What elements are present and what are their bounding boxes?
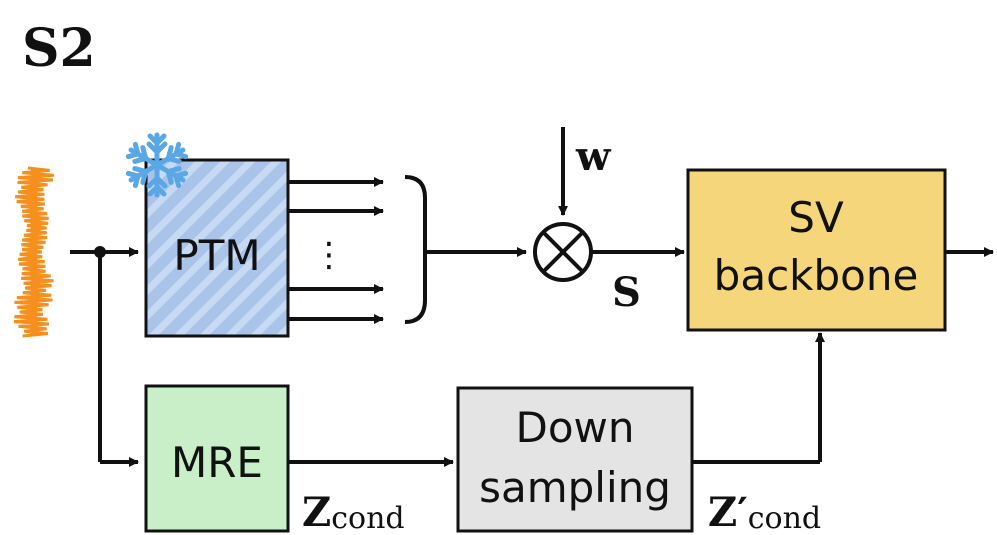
z-prime-main: Z′ (708, 489, 748, 535)
mre-label: MRE (171, 438, 263, 487)
s-symbol: S (612, 269, 641, 316)
sv-backbone-line1: SV (788, 193, 844, 242)
z-cond-main: Z (302, 489, 331, 535)
snowflake-arm (154, 162, 189, 189)
waveform-icon (13, 166, 55, 338)
snowflake-arm (154, 141, 189, 168)
ptm-block[interactable] (144, 158, 290, 338)
vdots: ⋮ (312, 235, 346, 275)
sv-backbone-line2: backbone (714, 251, 919, 300)
snowflake-arm (125, 141, 160, 168)
ptm-label: PTM (173, 231, 260, 280)
snowflake-arm (125, 162, 160, 189)
mre-block[interactable] (144, 384, 290, 533)
snowflake-arm (146, 162, 168, 198)
connector-lines (70, 127, 994, 467)
z-prime-cond-label: Z′cond (708, 489, 821, 535)
z-prime-sub: cond (748, 501, 821, 535)
branch-point (94, 246, 106, 258)
z-cond-label: Zcond (302, 489, 405, 535)
z-cond-sub: cond (331, 501, 404, 535)
snowflake-arm (146, 132, 168, 168)
downsampling-block[interactable] (456, 386, 694, 533)
multiply-circle-icon (533, 222, 593, 282)
sv-backbone-block[interactable] (686, 168, 947, 332)
downsampling-line2: sampling (479, 463, 671, 512)
diagram-title: S2 (22, 18, 96, 79)
waveform-trace (13, 166, 55, 338)
downsampling-line1: Down (515, 403, 634, 452)
w-symbol: w (575, 133, 612, 180)
snowflake-icon (125, 132, 189, 198)
